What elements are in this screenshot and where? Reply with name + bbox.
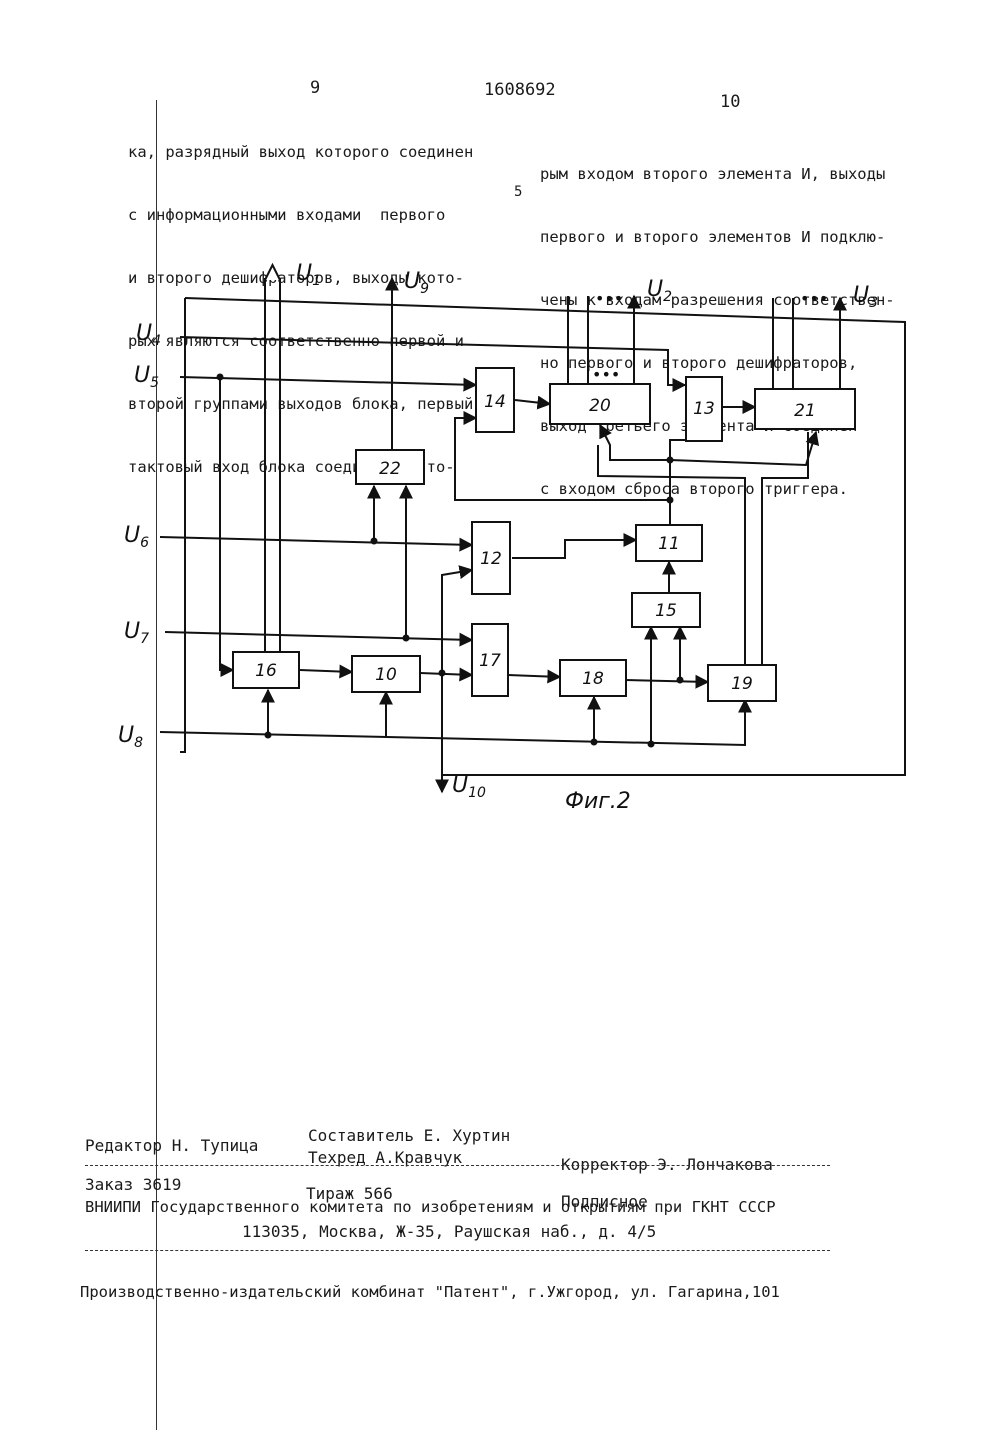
divider [85, 1165, 830, 1166]
signal-label: U10 [452, 773, 486, 801]
u3-outputs [773, 298, 840, 390]
signal-label: U7 [124, 619, 149, 647]
block-label: 18 [582, 669, 604, 689]
signal-label: U1 [296, 261, 321, 289]
block-label: 16 [255, 661, 277, 681]
circuit-diagram: 14 20 13 21 22 12 11 15 17 16 10 18 19 •… [0, 0, 1000, 850]
u6-line [160, 537, 472, 545]
signal-label: U5 [134, 363, 159, 391]
ellipsis: ••• [595, 289, 623, 308]
ellipsis: ••• [592, 365, 620, 384]
u7-line [165, 632, 472, 640]
compiler: Составитель Е. Хуртин [308, 1126, 510, 1145]
editor: Редактор Н. Тупица [85, 1136, 258, 1155]
block-label: 14 [484, 392, 506, 412]
u8-line [160, 700, 745, 745]
address: 113035, Москва, Ж-35, Раушская наб., д. … [242, 1222, 656, 1241]
block-label: 22 [379, 459, 401, 479]
signal-label: U6 [124, 523, 149, 551]
u5-line [180, 377, 476, 385]
divider [85, 1250, 830, 1251]
block-label: 13 [693, 399, 715, 419]
block-label: 17 [479, 651, 501, 671]
block-label: 19 [731, 674, 753, 694]
signal-label: U9 [404, 269, 429, 297]
block-label: 12 [480, 549, 502, 569]
signal-label: U8 [118, 723, 143, 751]
order: Заказ 3619 [85, 1175, 181, 1194]
block-label: 21 [794, 401, 816, 421]
signal-label: U3 [853, 283, 878, 311]
block-label: 11 [658, 534, 680, 554]
frame-top-right [185, 298, 905, 775]
block-label: 15 [655, 601, 677, 621]
figure-caption: Фиг.2 [565, 789, 631, 814]
block-label: 10 [375, 665, 397, 685]
signal-label: U4 [136, 321, 161, 349]
printer: Производственно-издательский комбинат "П… [80, 1283, 780, 1301]
institute: ВНИИПИ Государственного комитета по изоб… [85, 1198, 776, 1216]
ellipsis: ••• [800, 289, 828, 308]
block-label: 20 [589, 396, 611, 416]
signal-label: U2 [647, 277, 672, 305]
frame-left [180, 298, 185, 752]
u1-bus [265, 278, 280, 652]
